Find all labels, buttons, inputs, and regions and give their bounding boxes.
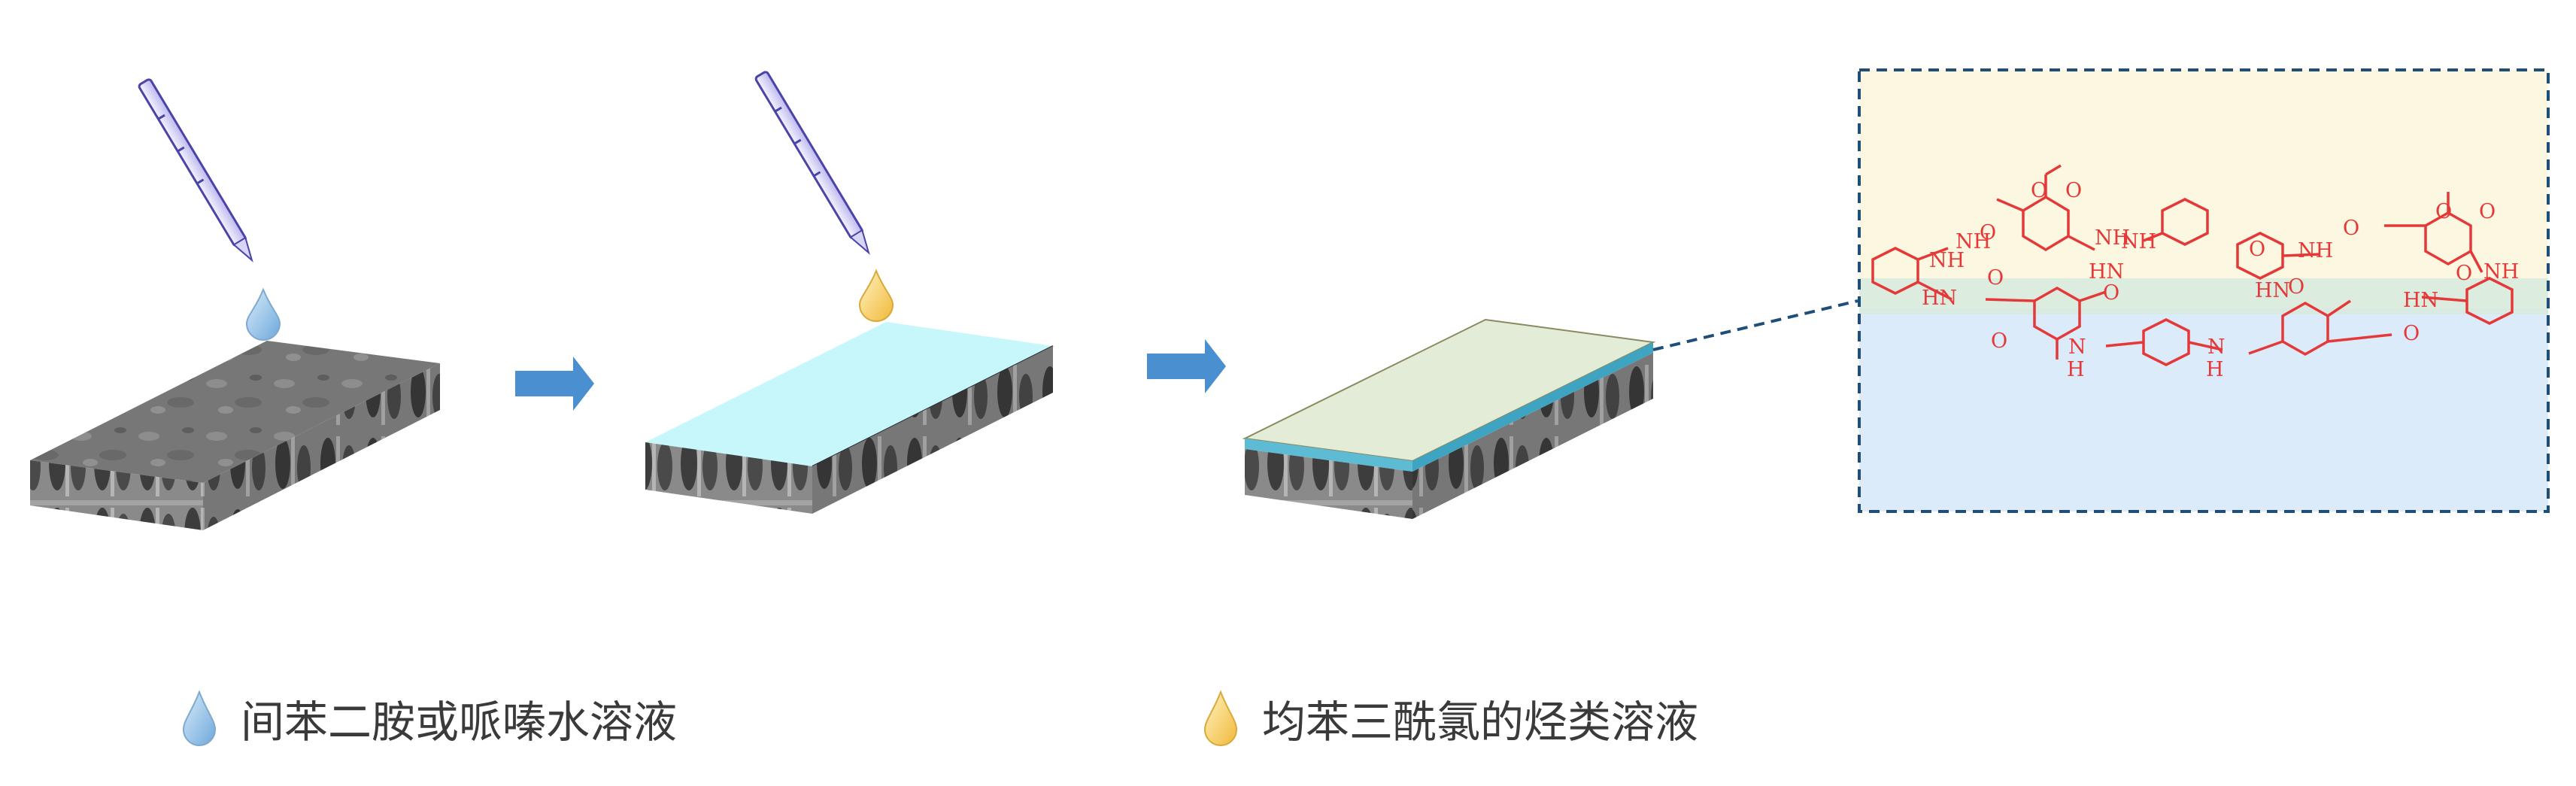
label-nh: NH bbox=[2121, 230, 2156, 253]
label-o: O bbox=[2065, 179, 2082, 202]
substrate-3 bbox=[1245, 320, 1653, 519]
label-nh: NH bbox=[2298, 239, 2333, 263]
zoom-connector bbox=[1653, 301, 1858, 350]
legend-acyl-chloride-label: 均苯三酰氯的烃类溶液 bbox=[1262, 687, 1698, 750]
label-o: O bbox=[2456, 262, 2472, 285]
blue-drop bbox=[247, 290, 280, 340]
arrow-step-1 bbox=[515, 357, 594, 411]
label-o: O bbox=[1987, 266, 2004, 290]
label-o: O bbox=[2031, 179, 2047, 202]
label-o: O bbox=[2343, 217, 2359, 240]
label-h: H bbox=[2206, 358, 2224, 381]
legend-acyl-chloride: 均苯三酰氯的烃类溶液 bbox=[1202, 684, 1698, 752]
legend-amine: 间苯二胺或哌嗪水溶液 bbox=[181, 684, 677, 752]
label-o: O bbox=[2435, 200, 2452, 223]
label-nh: NH bbox=[1929, 249, 1965, 272]
yellow-drop bbox=[860, 271, 893, 321]
label-nh: NH bbox=[2483, 260, 2519, 284]
label-hn: HN bbox=[2255, 279, 2290, 302]
label-o: O bbox=[2403, 322, 2420, 345]
arrow-step-2 bbox=[1147, 339, 1226, 393]
pipette-1 bbox=[138, 78, 257, 264]
yellow-drop-icon bbox=[1202, 689, 1239, 748]
label-o: O bbox=[2103, 281, 2119, 305]
label-o: O bbox=[1991, 329, 2007, 353]
pipette-2 bbox=[755, 71, 874, 256]
substrate-2 bbox=[645, 322, 1053, 514]
substrate-1 bbox=[30, 341, 440, 530]
label-o: O bbox=[2479, 200, 2496, 223]
label-o: O bbox=[2249, 238, 2265, 261]
label-hn: HN bbox=[1922, 287, 1957, 310]
label-hn: HN bbox=[2403, 289, 2438, 312]
legend-amine-label: 间苯二胺或哌嗪水溶液 bbox=[241, 687, 677, 750]
label-hn: HN bbox=[2089, 260, 2124, 284]
label-n: N bbox=[2207, 335, 2226, 359]
label-n: N bbox=[2068, 335, 2086, 359]
label-o: O bbox=[2288, 275, 2304, 299]
structure-inset bbox=[1859, 70, 2548, 511]
blue-drop-icon bbox=[181, 689, 218, 748]
label-h: H bbox=[2067, 358, 2085, 381]
